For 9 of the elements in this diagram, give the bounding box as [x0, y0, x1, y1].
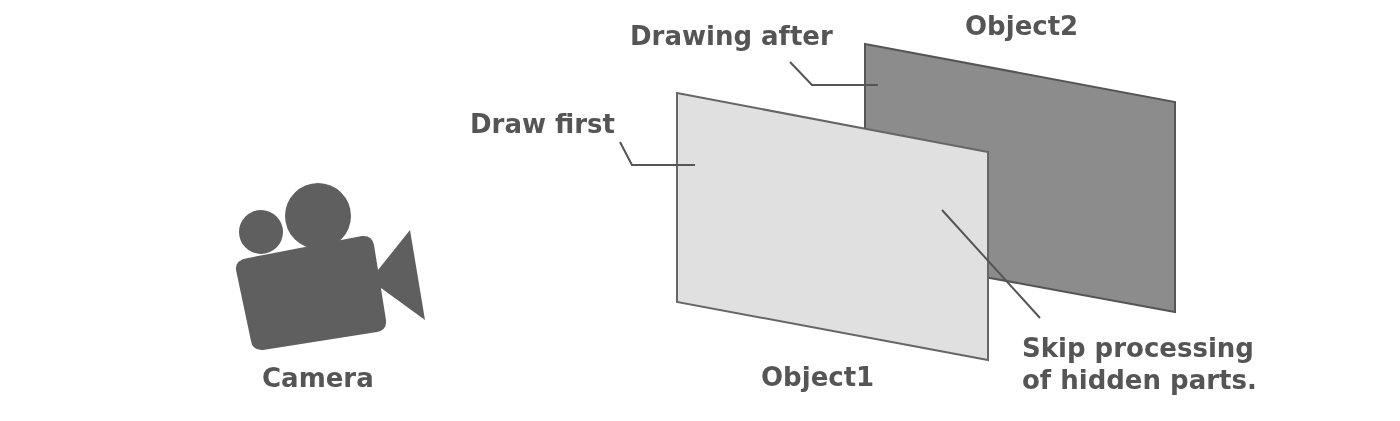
object-label: Object2: [965, 10, 1079, 42]
leader-line: [941, 209, 1041, 319]
camera-label: Camera: [262, 362, 374, 394]
callout-text: Skip processing of hidden parts.: [1022, 332, 1282, 396]
callout-text: Draw first: [470, 108, 630, 140]
leader-line: [789, 61, 879, 86]
object-label: Object1: [761, 361, 875, 393]
callout-text: Drawing after: [630, 20, 850, 52]
leader-line: [619, 141, 696, 166]
